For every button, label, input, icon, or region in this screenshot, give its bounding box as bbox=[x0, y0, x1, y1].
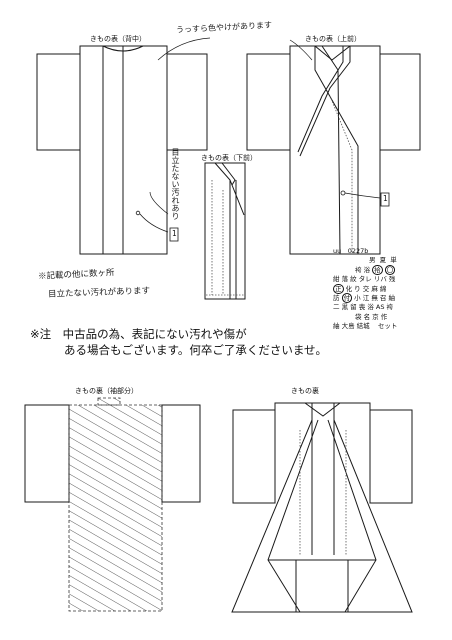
notice-line-2: ある場合もございます。何卒ご了承くださいませ。 bbox=[64, 343, 328, 357]
spec-row-4: 正 化 り 交 麻 綿 bbox=[333, 283, 387, 294]
back-marker-box bbox=[169, 227, 179, 242]
label-front-lower: きもの表（下前） bbox=[201, 154, 257, 162]
note-unnoticeable-stain: 目立たない汚れあり bbox=[171, 148, 180, 220]
back-stain-mark bbox=[135, 210, 169, 233]
label-back: きもの表（背中） bbox=[90, 35, 146, 43]
spec-row-5: 訪 付 小 江 無 召 紬 bbox=[333, 293, 395, 304]
front-marker-number: 1 bbox=[383, 194, 388, 203]
spec-row-6: 二 黒 留 喪 浴 AS 袴 bbox=[333, 303, 394, 312]
faint-color-arrow bbox=[157, 37, 211, 61]
kimono-back-outline bbox=[36, 45, 208, 255]
spec-row-3: 紺 落 紋 タレ リバ 残 bbox=[333, 275, 396, 284]
notice-line-1: ※注 中古品の為、表記にない汚れや傷が bbox=[30, 327, 247, 341]
kimono-front-lower-outline bbox=[204, 162, 246, 300]
lining-hatched-collar bbox=[97, 397, 121, 406]
kimono-lining-outline bbox=[231, 402, 413, 613]
label-front-upper: きもの表（上前） bbox=[305, 35, 361, 43]
label-lining-sleeve: きもの裏（袖部分） bbox=[75, 387, 138, 395]
back-marker-number: 1 bbox=[172, 229, 177, 238]
kimono-front-upper-outline bbox=[246, 45, 421, 255]
spec-row-8: 紬 大島 結城 セット bbox=[333, 322, 398, 331]
faint-color-arrow-right bbox=[289, 39, 313, 61]
spec-row-7: 袋 名 京 作 bbox=[355, 312, 388, 321]
front-dotted-underlap bbox=[329, 95, 353, 254]
spec-code: uu 0227b bbox=[333, 247, 369, 255]
lower-dotted-lines bbox=[206, 180, 244, 296]
spec-row-2: 袴 浴 袷 〇 bbox=[355, 264, 396, 275]
front-stain-mark bbox=[340, 190, 381, 199]
spec-row-1: 男 夏 単 bbox=[369, 256, 397, 265]
front-marker-box bbox=[380, 192, 390, 207]
lower-stain-arrow bbox=[149, 191, 169, 215]
used-item-notice: ※注 中古品の為、表記にない汚れや傷が ある場合もございます。何卒ご了承ください… bbox=[30, 326, 327, 358]
label-lining: きもの裏 bbox=[291, 387, 319, 395]
lining-hatched-body bbox=[68, 404, 163, 612]
lining-dotted-lines bbox=[299, 430, 347, 555]
spec-grid: uu 0227b 男 夏 単 袴 浴 袷 〇 紺 落 紋 タレ リバ 残 正 化… bbox=[333, 247, 397, 332]
